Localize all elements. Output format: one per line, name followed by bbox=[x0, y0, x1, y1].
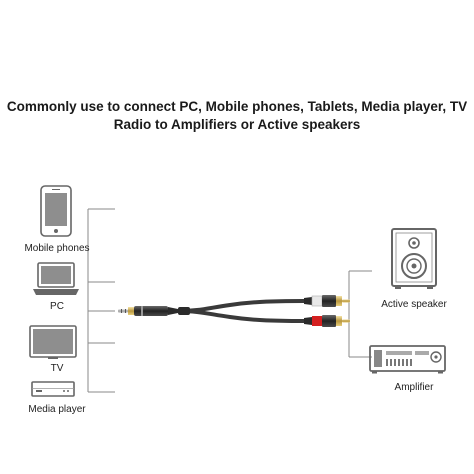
label-tv: TV bbox=[50, 363, 64, 374]
source-bracket bbox=[87, 208, 115, 393]
title-line-2: Radio to Amplifiers or Active speakers bbox=[113, 117, 361, 132]
speaker-icon bbox=[391, 228, 437, 289]
title-line-1: Commonly use to connect PC, Mobile phone… bbox=[6, 99, 468, 114]
rca-plug-white bbox=[304, 295, 350, 307]
laptop-icon bbox=[33, 262, 79, 295]
cable-lower bbox=[177, 309, 305, 323]
monitor-icon bbox=[29, 325, 77, 359]
label-media-player: Media player bbox=[28, 404, 86, 415]
rca-cable bbox=[118, 295, 350, 327]
label-mobile-phones: Mobile phones bbox=[24, 243, 90, 254]
label-pc: PC bbox=[50, 301, 64, 312]
rca-plug-red bbox=[304, 315, 350, 327]
jack-plug bbox=[118, 306, 178, 316]
smartphone-icon bbox=[40, 185, 72, 237]
amplifier-icon bbox=[369, 345, 446, 374]
label-active-speaker: Active speaker bbox=[381, 299, 447, 310]
label-amplifier: Amplifier bbox=[394, 382, 434, 393]
diagram-title: Commonly use to connect PC, Mobile phone… bbox=[0, 98, 474, 134]
media-player-icon bbox=[31, 381, 75, 397]
output-bracket bbox=[348, 270, 372, 358]
cable-upper bbox=[177, 299, 305, 313]
